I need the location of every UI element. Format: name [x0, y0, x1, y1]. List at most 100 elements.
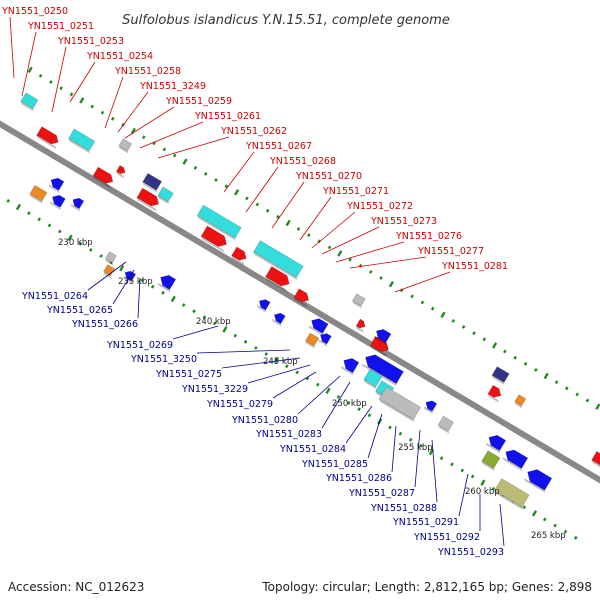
- gc-dot: [152, 141, 156, 146]
- gc-dot: [285, 364, 289, 369]
- gc-dot: [565, 386, 569, 391]
- forward-gene-label: YN1551_3249: [139, 81, 206, 92]
- gc-dot: [58, 229, 62, 234]
- reverse-gene-label: YN1551_3229: [181, 384, 248, 395]
- gc-dot: [563, 529, 568, 534]
- reverse-gene-label: YN1551_0279: [206, 399, 273, 410]
- leader-line: [9, 16, 15, 79]
- leader-line: [245, 166, 279, 213]
- gc-dot: [79, 97, 85, 104]
- gc-dot: [224, 184, 229, 189]
- gene-feature: [253, 240, 304, 281]
- gene-feature: [68, 128, 96, 154]
- reverse-gene-label: YN1551_0275: [155, 369, 222, 380]
- gc-dot: [531, 510, 538, 517]
- gc-dot: [285, 219, 291, 227]
- gc-dot: [276, 214, 280, 219]
- gene-feature: [29, 184, 48, 204]
- gc-dot: [369, 269, 373, 274]
- leader-line: [458, 473, 469, 517]
- gc-dot: [543, 372, 549, 380]
- gc-dot: [37, 217, 41, 222]
- gene-feature: [20, 92, 39, 112]
- gene-feature: [92, 166, 114, 189]
- leader-line: [172, 325, 219, 340]
- gc-dot: [245, 196, 249, 201]
- forward-gene-label: YN1551_0250: [1, 6, 68, 17]
- gc-dot: [348, 257, 352, 262]
- gc-dot: [214, 178, 218, 182]
- leader-line: [112, 269, 135, 305]
- forward-gene-label: YN1551_0281: [441, 261, 508, 272]
- gene-feature: [514, 394, 527, 409]
- forward-gene-label: YN1551_0270: [295, 171, 362, 182]
- gene-feature: [502, 449, 529, 472]
- leader-line: [272, 371, 317, 399]
- leader-line: [499, 503, 505, 547]
- forward-gene-label: YN1551_0268: [269, 156, 336, 167]
- gc-dot: [337, 250, 343, 257]
- gene-feature: [491, 366, 510, 386]
- gc-dot: [398, 431, 403, 436]
- gc-dot: [49, 80, 53, 84]
- gc-dot: [255, 202, 260, 207]
- gc-dot: [273, 357, 280, 364]
- gc-dot: [543, 517, 547, 522]
- leader-line: [349, 256, 427, 269]
- leader-line: [321, 381, 351, 429]
- forward-gene-label: YN1551_0267: [245, 141, 312, 152]
- gc-dot: [357, 407, 361, 412]
- gc-dot: [450, 462, 454, 467]
- leader-line: [299, 196, 332, 241]
- gc-dot: [388, 425, 392, 430]
- leader-line: [321, 226, 380, 255]
- gc-dot: [410, 294, 414, 299]
- gc-dot: [554, 380, 559, 385]
- gc-dot: [358, 263, 363, 268]
- gc-dot: [295, 370, 299, 375]
- reverse-gene-label: YN1551_0280: [231, 415, 298, 426]
- gc-dot: [243, 339, 248, 344]
- gc-dot: [419, 443, 423, 448]
- forward-gene-label: YN1551_0258: [114, 66, 181, 77]
- reverse-gene-label: YN1551_0293: [437, 547, 504, 558]
- gc-dot: [367, 413, 372, 418]
- gc-dot: [172, 153, 177, 158]
- gene-feature: [373, 328, 392, 346]
- gc-dot: [212, 321, 217, 326]
- leader-line: [431, 439, 438, 503]
- gc-dot: [503, 349, 507, 354]
- gc-dot: [67, 234, 73, 241]
- gc-dot: [130, 127, 136, 135]
- leader-line: [69, 61, 96, 103]
- gene-feature: [423, 400, 438, 415]
- gene-feature: [257, 299, 271, 313]
- gene-feature: [49, 194, 66, 211]
- gc-dot: [202, 315, 207, 320]
- forward-gene-label: YN1551_0253: [57, 36, 124, 47]
- gc-dot: [408, 437, 413, 442]
- gc-dot: [142, 135, 146, 140]
- gene-feature: [352, 293, 366, 309]
- gc-dot: [460, 468, 465, 473]
- gc-dot: [296, 227, 301, 231]
- gc-dot: [575, 392, 579, 397]
- gc-dot: [181, 303, 186, 307]
- gc-dot: [327, 245, 332, 250]
- gene-feature: [48, 177, 65, 194]
- leader-line: [139, 121, 204, 149]
- leader-line: [394, 271, 451, 293]
- forward-gene-label: YN1551_0272: [346, 201, 413, 212]
- gc-dot: [15, 203, 22, 211]
- gene-feature: [308, 318, 329, 337]
- gc-dot: [47, 223, 52, 228]
- gc-dot: [161, 290, 165, 295]
- gc-dot: [193, 165, 198, 170]
- gene-feature: [485, 434, 507, 454]
- gene-feature: [136, 187, 160, 212]
- leader-line: [51, 46, 67, 113]
- gc-dot: [78, 241, 83, 246]
- gc-dot: [234, 189, 240, 196]
- gc-dot: [100, 110, 105, 115]
